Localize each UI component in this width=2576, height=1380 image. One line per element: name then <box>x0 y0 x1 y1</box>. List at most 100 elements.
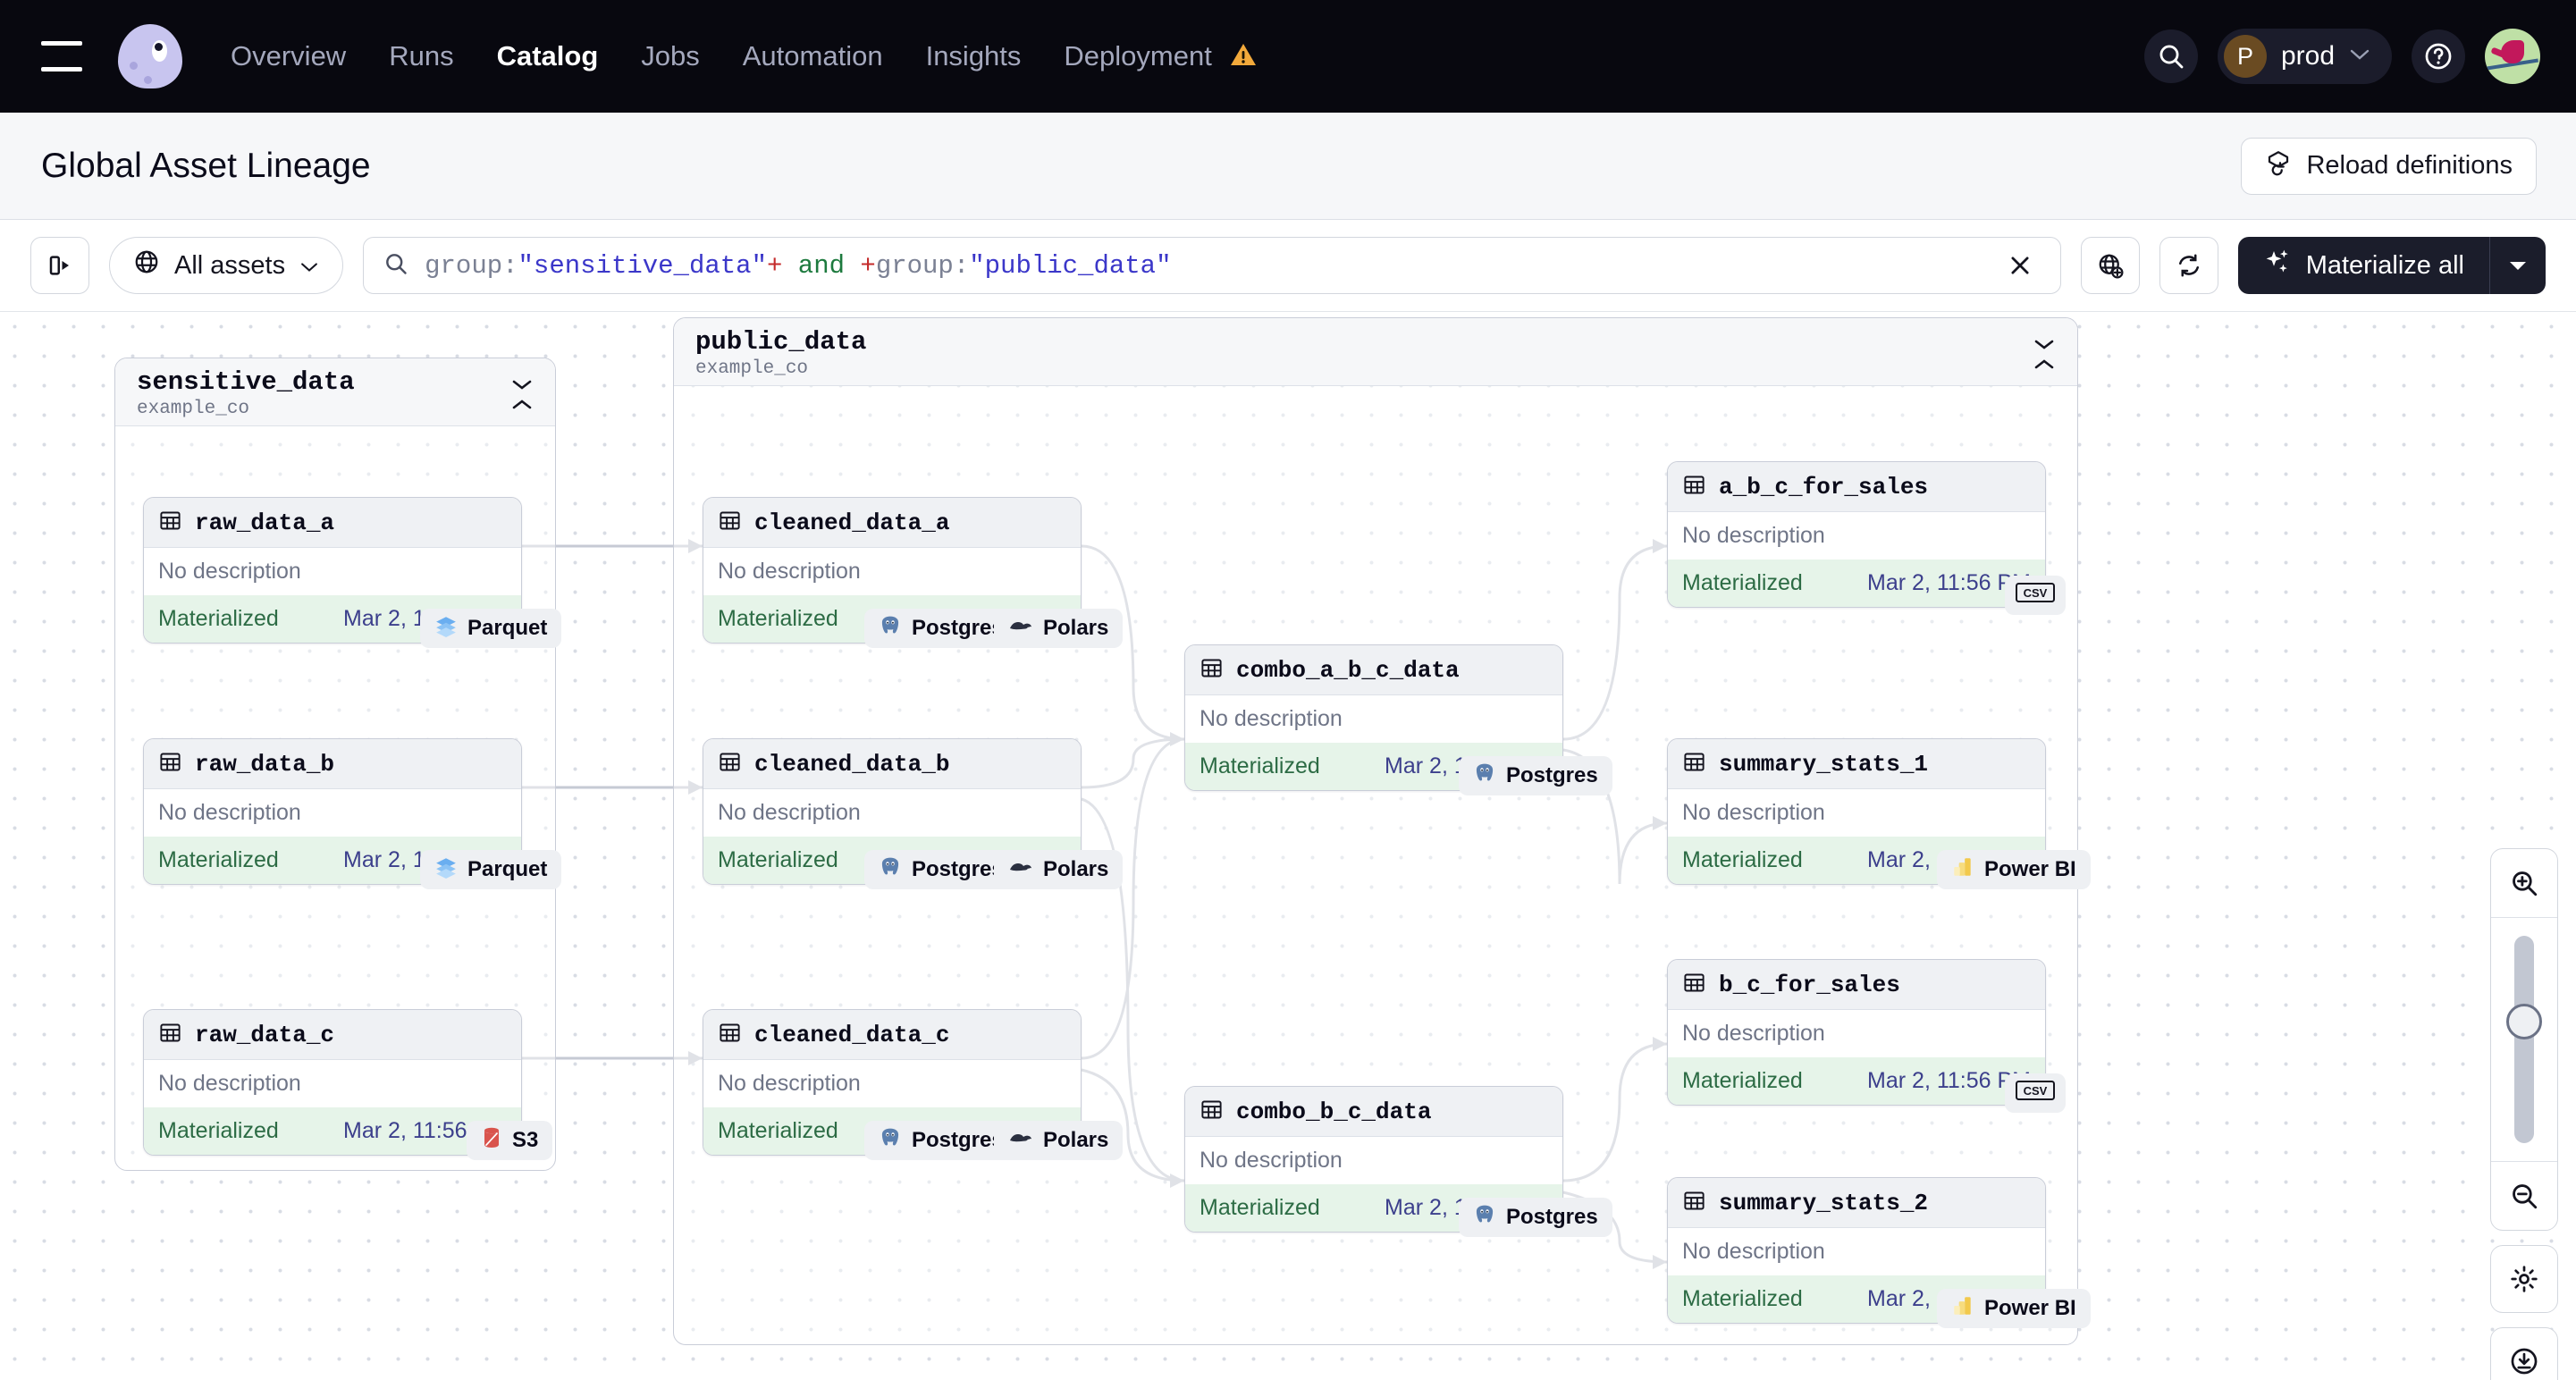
asset-group-subtitle: example_co <box>695 358 809 379</box>
polars-icon <box>1008 857 1033 883</box>
asset-node-raw_data_c[interactable]: raw_data_c No description Materialized M… <box>143 1009 522 1156</box>
asset-tag-polars[interactable]: Polars <box>994 609 1124 648</box>
zoom-slider-handle[interactable] <box>2506 1004 2542 1039</box>
table-icon <box>1682 473 1706 501</box>
postgres-icon <box>879 1126 902 1156</box>
collapse-group-icon[interactable] <box>509 380 535 410</box>
status-badge: Materialized <box>1682 847 1803 872</box>
search-icon[interactable] <box>2143 29 2198 83</box>
asset-node-description: No description <box>1200 1148 1343 1173</box>
asset-tag-polars[interactable]: Polars <box>994 850 1124 889</box>
status-badge: Materialized <box>1682 1286 1803 1311</box>
asset-tag-label: Postgres <box>912 1128 1004 1152</box>
asset-node-description: No description <box>718 1071 861 1096</box>
asset-node-description: No description <box>1682 800 1825 825</box>
csv-icon: CSV <box>2016 582 2055 610</box>
gear-icon[interactable] <box>2490 1245 2558 1313</box>
asset-node-b_c_for_sales[interactable]: b_c_for_sales No description Materialize… <box>1667 959 2046 1106</box>
asset-tag-label: Postgres <box>1506 763 1598 787</box>
zoom-slider[interactable] <box>2491 918 2557 1161</box>
help-circle-icon[interactable] <box>2412 29 2465 83</box>
asset-node-name: combo_a_b_c_data <box>1236 656 1460 684</box>
asset-tag-powerbi[interactable]: Power BI <box>1937 850 2091 889</box>
deployment-selector[interactable]: P prod <box>2217 29 2392 84</box>
asset-tag-s3[interactable]: S3 <box>467 1121 553 1160</box>
status-badge: Materialized <box>1200 753 1320 778</box>
asset-tag-postgres[interactable]: Postgres <box>864 609 1018 648</box>
asset-tag-postgres[interactable]: Postgres <box>1459 756 1612 795</box>
query-token-key-2: group: <box>875 250 970 281</box>
asset-scope-selector[interactable]: All assets <box>109 237 344 294</box>
zoom-out-icon[interactable] <box>2491 1162 2557 1230</box>
page-title: Global Asset Lineage <box>41 146 371 185</box>
asset-tag-polars[interactable]: Polars <box>994 1121 1124 1160</box>
table-icon <box>718 1021 742 1049</box>
postgres-icon <box>1473 762 1496 791</box>
dagster-logo-icon[interactable] <box>118 24 182 88</box>
asset-tag-powerbi[interactable]: Power BI <box>1937 1289 2091 1328</box>
nav-link-deployment[interactable]: Deployment <box>1064 40 1212 72</box>
panel-expand-icon[interactable] <box>30 237 89 294</box>
lineage-canvas[interactable]: sensitive_data example_co public_data ex… <box>0 312 2576 1380</box>
download-circle-icon[interactable] <box>2490 1327 2558 1380</box>
materialize-all-label: Materialize all <box>2305 250 2464 280</box>
asset-node-description: No description <box>1682 1021 1825 1046</box>
nav-link-catalog[interactable]: Catalog <box>496 40 599 72</box>
reload-definitions-button[interactable]: Reload definitions <box>2241 137 2537 195</box>
nav-link-runs[interactable]: Runs <box>389 40 454 72</box>
asset-node-description: No description <box>1200 706 1343 731</box>
zoom-controls <box>2490 848 2558 1380</box>
hamburger-menu-icon[interactable] <box>41 41 82 72</box>
nav-link-overview[interactable]: Overview <box>231 40 347 72</box>
refresh-icon[interactable] <box>2159 237 2218 294</box>
asset-node-name: cleaned_data_a <box>754 509 950 536</box>
asset-tag-parquet[interactable]: Parquet <box>420 850 562 889</box>
asset-node-header: summary_stats_2 <box>1668 1178 2045 1228</box>
divider <box>2491 917 2557 918</box>
asset-tag-label: Postgres <box>912 616 1004 640</box>
lineage-search-input[interactable]: group:"sensitive_data"+ and +group:"publ… <box>363 237 2061 294</box>
status-badge: Materialized <box>718 606 838 631</box>
materialize-divider <box>2489 237 2490 294</box>
asset-node-description: No description <box>1682 523 1825 548</box>
postgres-icon <box>879 855 902 885</box>
asset-tag-label: S3 <box>512 1128 539 1152</box>
asset-tag-postgres[interactable]: Postgres <box>864 850 1018 889</box>
asset-node-name: combo_b_c_data <box>1236 1098 1432 1125</box>
materialize-dropdown-button[interactable] <box>2490 237 2546 294</box>
status-badge: Materialized <box>718 1118 838 1143</box>
query-token-and: and <box>782 250 861 281</box>
nav-link-automation[interactable]: Automation <box>742 40 883 72</box>
asset-tag-postgres[interactable]: Postgres <box>1459 1198 1612 1237</box>
asset-node-name: raw_data_c <box>195 1021 335 1048</box>
status-badge: Materialized <box>718 847 838 872</box>
user-avatar[interactable] <box>2485 29 2540 84</box>
asset-node-a_b_c_for_sales[interactable]: a_b_c_for_sales No description Materiali… <box>1667 461 2046 608</box>
asset-node-name: b_c_for_sales <box>1719 971 1900 998</box>
status-badge: Materialized <box>1682 570 1803 595</box>
globe-plus-icon[interactable] <box>2080 237 2140 294</box>
asset-tag-csv[interactable]: CSV <box>2005 576 2066 615</box>
materialize-all-button[interactable]: Materialize all <box>2238 237 2489 294</box>
asset-group-header: public_data example_co <box>674 318 2077 386</box>
status-badge: Materialized <box>158 1118 279 1143</box>
collapse-group-icon[interactable] <box>2031 340 2058 370</box>
query-token-str-2: "public_data" <box>969 250 1172 281</box>
asset-tag-parquet[interactable]: Parquet <box>420 609 562 648</box>
zoom-in-icon[interactable] <box>2491 849 2557 917</box>
nav-link-insights[interactable]: Insights <box>925 40 1022 72</box>
asset-node-description: No description <box>718 800 861 825</box>
sparkles-icon <box>2263 248 2292 283</box>
table-icon <box>158 1021 182 1049</box>
asset-tag-csv[interactable]: CSV <box>2005 1073 2066 1113</box>
asset-tag-postgres[interactable]: Postgres <box>864 1121 1018 1160</box>
asset-tag-label: Parquet <box>467 857 548 881</box>
nav-link-jobs[interactable]: Jobs <box>641 40 700 72</box>
asset-node-combo_b_c_data[interactable]: combo_b_c_data No description Materializ… <box>1184 1086 1563 1233</box>
table-icon <box>158 509 182 537</box>
clear-search-button[interactable] <box>1999 245 2041 286</box>
asset-node-header: cleaned_data_c <box>703 1010 1081 1060</box>
materialize-all-group: Materialize all <box>2237 237 2546 294</box>
asset-node-description: No description <box>158 559 301 584</box>
divider <box>2491 1161 2557 1162</box>
